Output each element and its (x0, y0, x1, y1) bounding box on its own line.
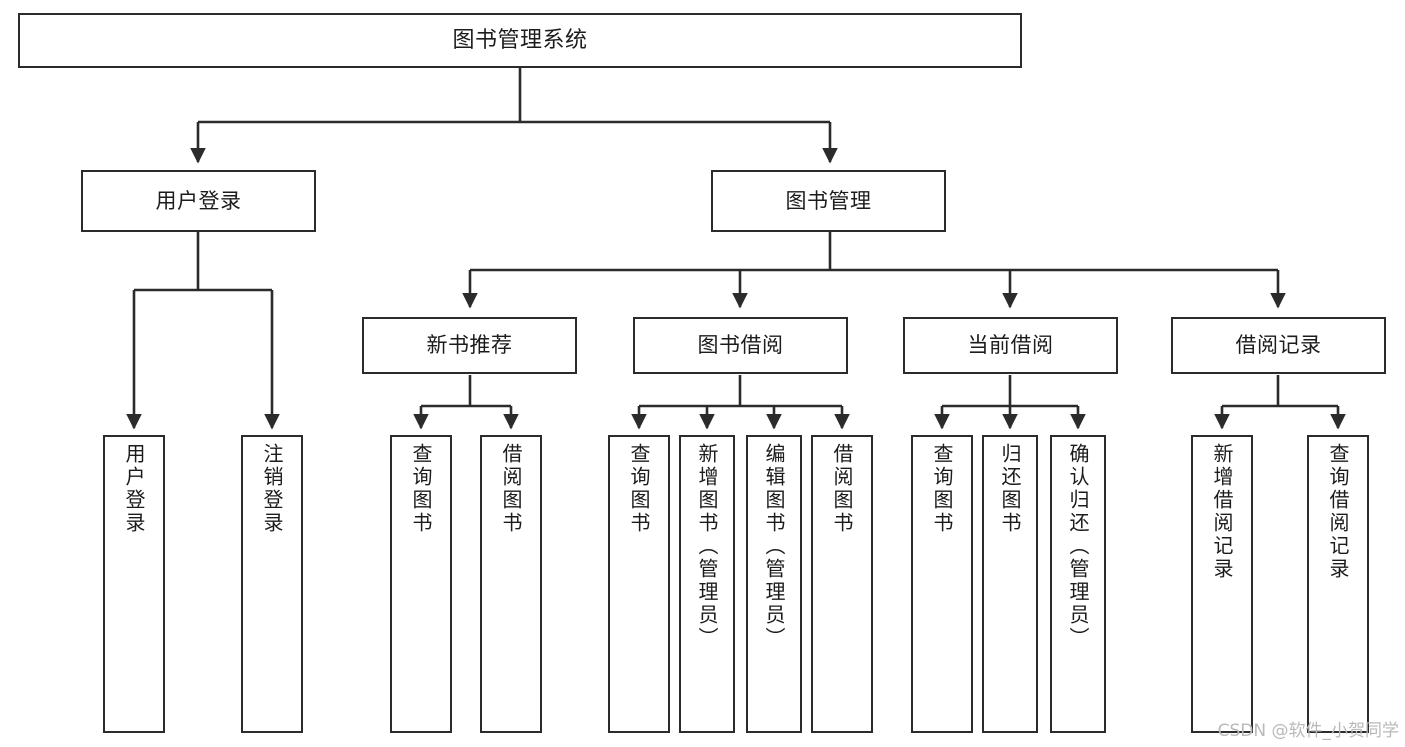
node-label: 借阅记录 (1235, 333, 1322, 358)
node-leaf-query-book-borrow[interactable]: 查询图书 (608, 435, 670, 733)
node-label: 查询图书 (930, 443, 954, 535)
node-label: 图书借阅 (697, 333, 784, 358)
node-leaf-query-borrow-record[interactable]: 查询借阅记录 (1307, 435, 1369, 733)
node-leaf-borrow-book-newbook[interactable]: 借阅图书 (480, 435, 542, 733)
node-leaf-query-book-current[interactable]: 查询图书 (911, 435, 973, 733)
node-borrow-record[interactable]: 借阅记录 (1171, 317, 1386, 374)
node-leaf-query-book-newbook[interactable]: 查询图书 (390, 435, 452, 733)
node-label: 图书管理系统 (452, 27, 588, 53)
node-leaf-edit-book-admin[interactable]: 编辑图书（管理员） (746, 435, 802, 733)
node-label: 借阅图书 (830, 443, 854, 535)
node-label: 归还图书 (998, 443, 1022, 535)
node-current-borrow[interactable]: 当前借阅 (903, 317, 1118, 374)
node-label: 用户登录 (155, 188, 242, 213)
node-user-login[interactable]: 用户登录 (81, 170, 316, 232)
node-label: 查询图书 (627, 443, 651, 535)
node-new-book-recommend[interactable]: 新书推荐 (362, 317, 577, 374)
node-label: 新书推荐 (426, 333, 513, 358)
node-leaf-logout[interactable]: 注销登录 (241, 435, 303, 733)
node-label: 新增图书（管理员） (695, 443, 719, 650)
node-label: 查询借阅记录 (1326, 443, 1350, 581)
node-leaf-confirm-return-admin[interactable]: 确认归还（管理员） (1050, 435, 1106, 733)
node-label: 注销登录 (260, 443, 284, 535)
node-label: 新增借阅记录 (1210, 443, 1234, 581)
node-label: 查询图书 (409, 443, 433, 535)
node-label: 用户登录 (122, 443, 146, 535)
watermark-text: CSDN @软件_小贺同学 (1217, 721, 1399, 741)
node-book-management[interactable]: 图书管理 (711, 170, 946, 232)
node-label: 当前借阅 (967, 333, 1054, 358)
node-label: 借阅图书 (499, 443, 523, 535)
node-book-borrow[interactable]: 图书借阅 (633, 317, 848, 374)
node-label: 图书管理 (785, 188, 872, 213)
node-leaf-borrow-book[interactable]: 借阅图书 (811, 435, 873, 733)
node-label: 编辑图书（管理员） (762, 443, 786, 650)
node-leaf-user-login[interactable]: 用户登录 (103, 435, 165, 733)
node-book-management-system[interactable]: 图书管理系统 (18, 13, 1022, 68)
node-leaf-return-book[interactable]: 归还图书 (982, 435, 1038, 733)
node-label: 确认归还（管理员） (1066, 443, 1090, 650)
node-leaf-add-book-admin[interactable]: 新增图书（管理员） (679, 435, 735, 733)
node-leaf-add-borrow-record[interactable]: 新增借阅记录 (1191, 435, 1253, 733)
